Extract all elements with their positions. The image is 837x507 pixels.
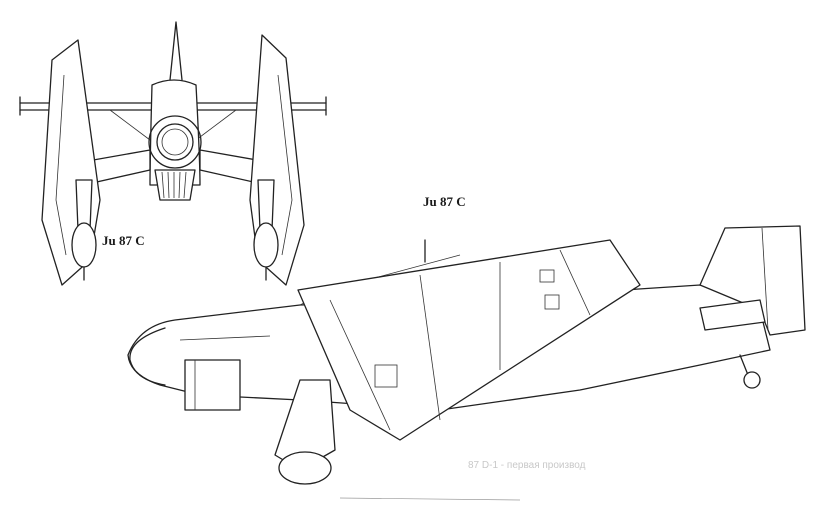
faint-caption: 87 D-1 - первая производ [468, 460, 586, 471]
side-view-label: Ju 87 C [423, 194, 466, 209]
front-view-label: Ju 87 C [102, 233, 145, 248]
